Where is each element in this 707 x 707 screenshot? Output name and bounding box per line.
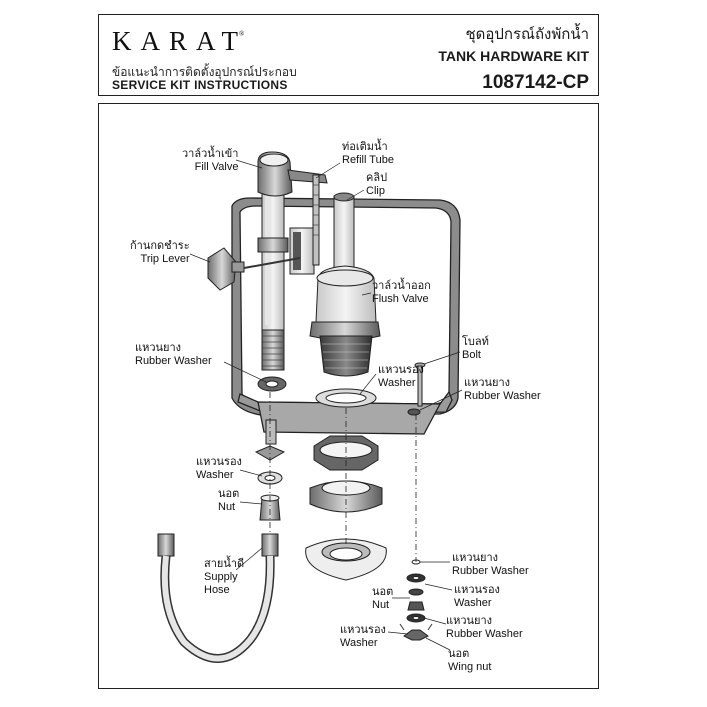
float-part [289, 227, 315, 275]
title-english: TANK HARDWARE KIT [438, 48, 589, 64]
fill-valve-washer [257, 376, 287, 392]
bolt-hardware-stack [399, 559, 433, 641]
header-box [98, 14, 599, 96]
supply-hose-part [157, 533, 279, 663]
flush-valve-part [309, 192, 381, 377]
brand-logo: KARAT® [112, 26, 248, 56]
instructions-thai: ข้อแนะนำการติดตั้งอุปกรณ์ประกอบ [112, 65, 297, 79]
refill-tube-part [312, 174, 320, 266]
bolt-part [407, 362, 426, 416]
leader-lines [189, 159, 463, 651]
flush-washer [315, 388, 377, 408]
fill-valve-bottom-bolt [254, 419, 286, 521]
title-thai: ชุดอุปกรณ์ถังพักน้ำ [465, 26, 589, 43]
label-bolt: โบลท์Bolt [462, 336, 489, 361]
diagram-box [98, 103, 599, 689]
fill-valve-part [257, 151, 328, 371]
instructions-english: SERVICE KIT INSTRUCTIONS [112, 78, 288, 92]
trip-lever-part [207, 247, 301, 291]
assembly-center-lines [269, 392, 417, 562]
model-number: 1087142-CP [482, 72, 589, 93]
